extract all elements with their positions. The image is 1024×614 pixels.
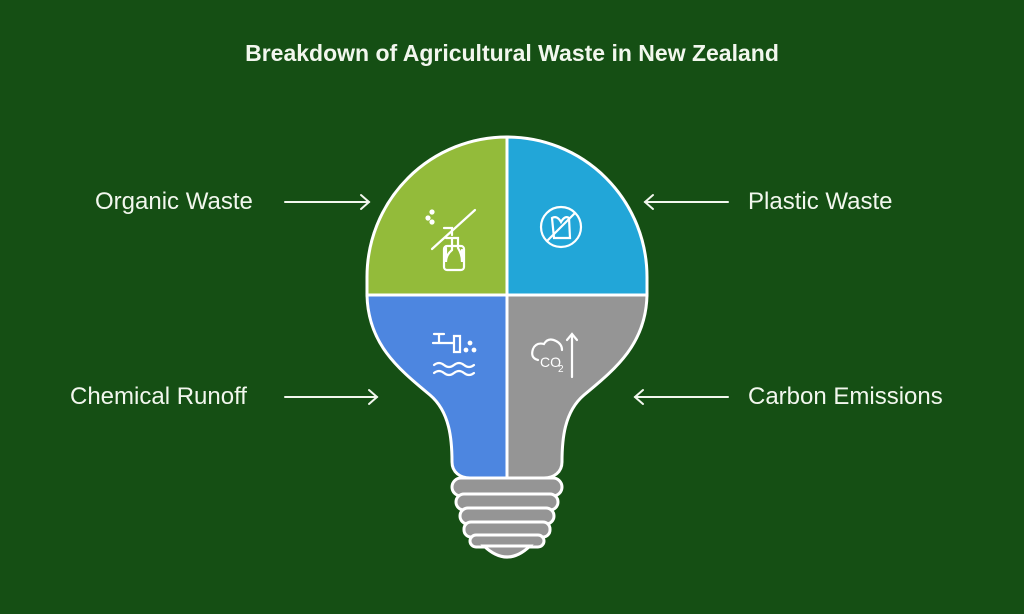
segment-organic-waste [365, 135, 509, 297]
segment-chemical-runoff [365, 293, 509, 480]
no-plastic-bag-icon [539, 205, 583, 249]
segment-carbon-emissions [505, 293, 649, 480]
label-organic-waste: Organic Waste [95, 188, 253, 215]
water-pollution-icon [431, 332, 477, 377]
no-spray-bottle-icon [425, 208, 477, 272]
arrow-chemical-runoff [284, 389, 379, 405]
diagram-title: Breakdown of Agricultural Waste in New Z… [245, 40, 779, 66]
svg-text:CO: CO [540, 354, 561, 370]
label-plastic-waste: Plastic Waste [748, 188, 893, 215]
co2-rising-icon: CO 2 [531, 332, 579, 379]
label-carbon-emissions: Carbon Emissions [748, 383, 943, 410]
bulb-base [450, 476, 564, 559]
arrow-organic-waste [284, 194, 371, 210]
svg-text:2: 2 [558, 364, 564, 375]
arrow-plastic-waste [643, 194, 729, 210]
label-chemical-runoff: Chemical Runoff [70, 383, 247, 410]
arrow-carbon-emissions [633, 389, 729, 405]
